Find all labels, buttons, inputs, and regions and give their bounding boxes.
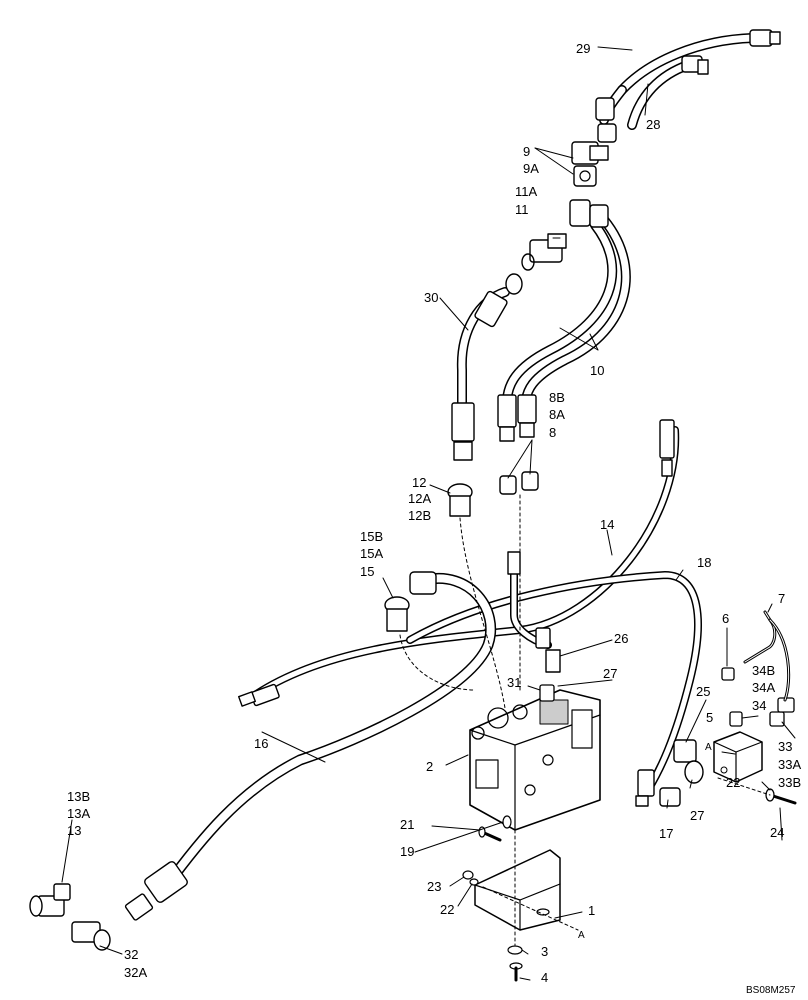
callout-26: 26 <box>614 631 629 646</box>
callout-33: 33 <box>778 739 793 754</box>
callout-A-block: A <box>705 742 712 753</box>
callout-14: 14 <box>600 517 615 532</box>
callout-27-valve: 27 <box>603 666 618 681</box>
callout-32A: 32A <box>124 965 148 980</box>
callout-12: 12 <box>412 475 427 490</box>
callout-23: 23 <box>427 879 442 894</box>
callout-8B: 8B <box>549 390 565 405</box>
callout-9: 9 <box>523 144 531 159</box>
callout-15B: 15B <box>360 529 384 544</box>
callout-16: 16 <box>254 736 269 751</box>
fittings-6-34-33 <box>721 667 795 727</box>
drawing-code: BS08M257 <box>746 985 796 996</box>
callout-15: 15 <box>360 564 375 579</box>
callout-8: 8 <box>549 425 557 440</box>
tee-fitting-9 <box>571 141 609 187</box>
callout-31: 31 <box>507 675 522 690</box>
callout-6: 6 <box>722 611 730 626</box>
callout-29: 29 <box>576 41 591 56</box>
callout-13B: 13B <box>67 789 91 804</box>
callout-4: 4 <box>541 970 549 985</box>
callout-2: 2 <box>426 759 434 774</box>
callout-24: 24 <box>770 825 785 840</box>
callout-27-elbow: 27 <box>690 808 705 823</box>
hose-28 <box>597 55 709 143</box>
callout-12B: 12B <box>408 508 432 523</box>
callout-17: 17 <box>659 826 674 841</box>
callout-18: 18 <box>697 555 712 570</box>
callout-19: 19 <box>400 844 415 859</box>
leader-lines <box>61 46 796 981</box>
callout-25: 25 <box>696 684 711 699</box>
callout-28: 28 <box>646 117 661 132</box>
adapter-11 <box>521 233 567 271</box>
callout-11: 11 <box>515 202 529 217</box>
bolt-4 <box>509 962 523 982</box>
callout-21: 21 <box>400 817 415 832</box>
callout-33A: 33A <box>778 757 802 772</box>
callout-11A: 11A <box>515 184 538 199</box>
callout-8A: 8A <box>549 407 565 422</box>
elbow-32 <box>71 921 111 951</box>
callout-34: 34 <box>752 698 767 713</box>
callout-13A: 13A <box>67 806 91 821</box>
washer-19 <box>502 815 512 829</box>
callout-32: 32 <box>124 947 139 962</box>
callout-5: 5 <box>706 710 714 725</box>
callout-13: 13 <box>67 823 82 838</box>
hose-16 <box>124 571 497 921</box>
hose-29 <box>595 29 781 125</box>
fittings-8 <box>499 471 539 495</box>
fitting-31 <box>539 684 555 702</box>
hoses-10 <box>497 199 631 442</box>
fitting-12 <box>447 483 473 517</box>
callout-A-bracket: A <box>578 930 585 941</box>
assembly-lines <box>399 494 771 946</box>
callout-12A: 12A <box>408 491 432 506</box>
callout-22-bracket: 22 <box>440 902 455 917</box>
control-valve-2 <box>469 689 601 831</box>
washer-3 <box>507 945 523 955</box>
callout-9A: 9A <box>523 161 539 176</box>
block-5 <box>713 731 763 783</box>
callout-33B: 33B <box>778 775 802 790</box>
fitting-15 <box>384 596 410 632</box>
callout-7: 7 <box>778 591 786 606</box>
hose-26 <box>507 551 561 673</box>
nut-23-washer-22 <box>462 870 479 886</box>
elbow-fittings-25 <box>659 739 704 807</box>
elbow-13 <box>29 883 71 917</box>
callout-34A: 34A <box>752 680 776 695</box>
callout-10: 10 <box>590 363 605 378</box>
callout-34B: 34B <box>752 663 776 678</box>
callout-22-block: 22 <box>726 775 741 790</box>
bolt-24 <box>765 788 797 805</box>
callout-30: 30 <box>424 290 439 305</box>
callout-3: 3 <box>541 944 549 959</box>
bracket-1 <box>474 849 561 931</box>
callout-15A: 15A <box>360 546 384 561</box>
callout-1: 1 <box>588 903 596 918</box>
hose-18 <box>406 571 702 807</box>
hose-30 <box>451 273 523 461</box>
tube-7 <box>743 610 791 702</box>
hose-14 <box>238 419 680 707</box>
